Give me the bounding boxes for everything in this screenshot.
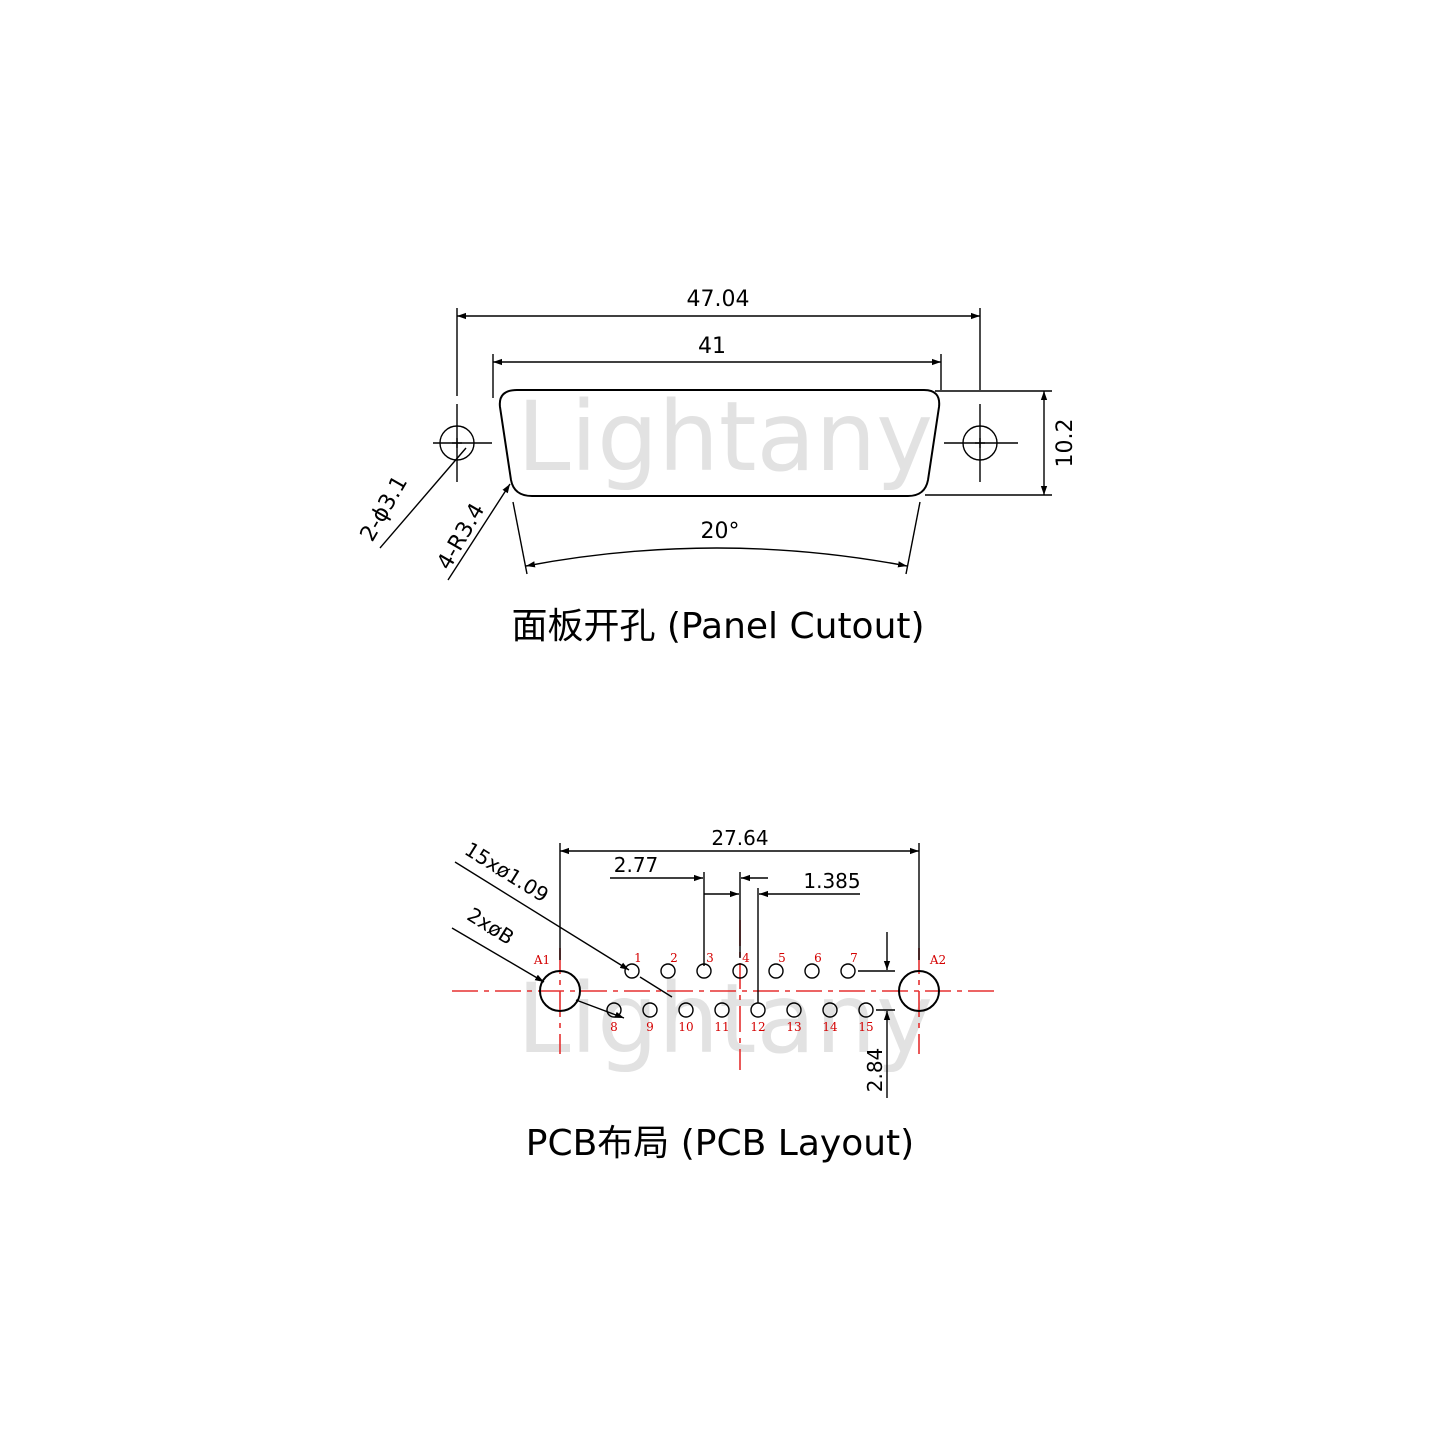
mount-hole-a2: A2: [898, 953, 946, 1012]
panel-cutout-caption: 面板开孔 (Panel Cutout): [511, 606, 924, 647]
leader-radius: 4-R3.4: [432, 483, 511, 581]
mount-label-a1: A1: [533, 953, 550, 967]
dim-mount-holes-label: 2xøB: [463, 902, 519, 949]
mount-hole-a1: A1: [533, 953, 581, 1012]
pin-label-6: 6: [814, 951, 822, 965]
pin-label-11: 11: [714, 1020, 729, 1034]
pin-hole-8: [606, 1002, 622, 1018]
dim-body-width: 41: [492, 334, 942, 398]
pin-hole-9: [642, 1002, 658, 1018]
watermark-bottom: Lightany: [517, 963, 933, 1075]
pin-hole-7: [840, 963, 856, 979]
pin-label-4: 4: [742, 951, 750, 965]
dim-pin-pitch-label: 2.77: [614, 853, 659, 877]
dim-height: 10.2: [925, 390, 1078, 496]
mount-label-a2: A2: [929, 953, 946, 967]
pin-label-1: 1: [634, 951, 642, 965]
dim-angle: 20°: [512, 501, 921, 575]
pin-hole-14: [822, 1002, 838, 1018]
pcb-layout-caption: PCB布局 (PCB Layout): [526, 1123, 914, 1164]
pin-hole-10: [678, 1002, 694, 1018]
pin-label-12: 12: [750, 1020, 765, 1034]
pin-label-13: 13: [786, 1020, 801, 1034]
dim-height-label: 10.2: [1053, 419, 1078, 468]
dim-mount-spacing: 27.64: [559, 826, 920, 960]
pin-hole-5: [768, 963, 784, 979]
bottom-row-pins: 8 9 10 11 12 13 14 15: [606, 1002, 874, 1034]
left-mount-hole: [433, 404, 492, 482]
pin-label-2: 2: [670, 951, 678, 965]
pin-hole-11: [714, 1002, 730, 1018]
dim-body-width-label: 41: [698, 334, 726, 359]
dim-row-spacing: 2.84: [858, 932, 895, 1098]
pin-label-14: 14: [822, 1020, 838, 1034]
dim-pin-pitch: 2.77: [610, 853, 768, 966]
pin-hole-15: [858, 1002, 874, 1018]
dim-mount-spacing-label: 27.64: [711, 826, 768, 850]
cutout-outline: [498, 389, 941, 497]
watermark-top: Lightany: [517, 381, 933, 493]
dim-radius-label: 4-R3.4: [432, 499, 490, 574]
dim-row-offset: 1.385: [704, 869, 861, 1003]
pin-label-8: 8: [610, 1020, 618, 1034]
pin-label-9: 9: [646, 1020, 654, 1034]
dim-holes-label: 2-ϕ3.1: [356, 472, 413, 546]
pin-label-3: 3: [706, 951, 714, 965]
pin-label-10: 10: [678, 1020, 693, 1034]
pin-hole-1: [624, 963, 640, 979]
dim-row-offset-label: 1.385: [803, 869, 860, 893]
dim-angle-label: 20°: [701, 519, 740, 544]
pin-hole-4: [732, 963, 748, 979]
panel-cutout-view: Lightany 47.04: [356, 287, 1078, 647]
top-row-pins: 1 2 3 4 5 6 7: [624, 951, 858, 979]
dim-overall-width: 47.04: [456, 287, 981, 396]
right-mount-hole: [944, 404, 1018, 482]
pin-hole-13: [786, 1002, 802, 1018]
pin-hole-6: [804, 963, 820, 979]
dim-pin-holes-label: 15xø1.09: [460, 837, 552, 907]
pin-label-7: 7: [850, 951, 858, 965]
dim-overall-width-label: 47.04: [687, 287, 750, 312]
pin-hole-2: [660, 963, 676, 979]
dim-row-spacing-label: 2.84: [863, 1048, 887, 1093]
pin-label-15: 15: [858, 1020, 873, 1034]
pin-label-5: 5: [778, 951, 786, 965]
